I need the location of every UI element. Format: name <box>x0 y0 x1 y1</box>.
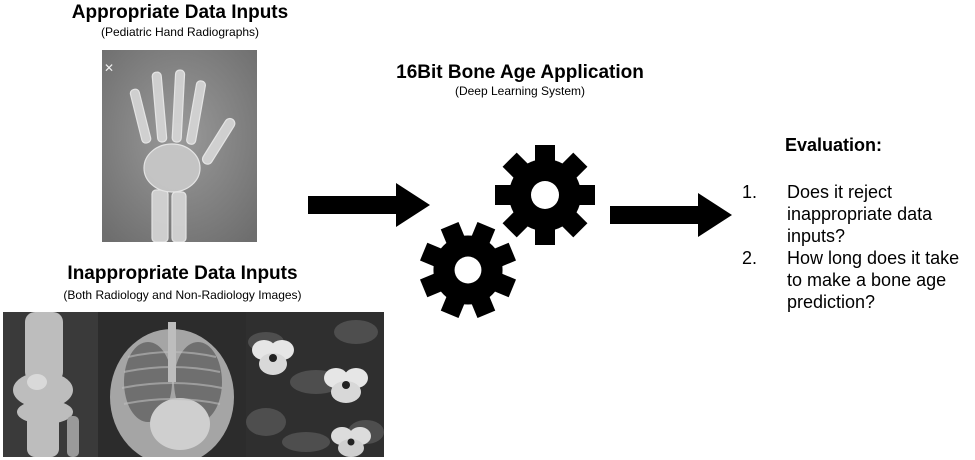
application-subtitle: (Deep Learning System) <box>454 84 586 98</box>
list-item: 1. Does it reject inappropriate data inp… <box>742 181 967 247</box>
right-arrow-icon <box>610 193 732 237</box>
inappropriate-inputs-title: Inappropriate Data Inputs <box>67 263 298 284</box>
gear-icon <box>495 145 595 245</box>
list-item-number: 2. <box>742 248 758 268</box>
appropriate-inputs-subtitle: (Pediatric Hand Radiographs) <box>100 25 260 39</box>
inappropriate-inputs-subtitle: (Both Radiology and Non-Radiology Images… <box>63 288 302 302</box>
list-item: 2. How long does it take to make a bone … <box>742 247 967 313</box>
svg-text:✕: ✕ <box>104 61 114 75</box>
chest-radiograph-image <box>98 312 246 457</box>
list-item-text: How long does it take to make a bone age… <box>787 248 960 312</box>
list-item-text: Does it reject inappropriate data inputs… <box>787 182 933 246</box>
application-title: 16Bit Bone Age Application <box>396 62 644 83</box>
list-item-number: 1. <box>742 182 758 202</box>
right-arrow-icon <box>308 183 430 227</box>
gear-icon <box>420 222 516 318</box>
appropriate-inputs-title: Appropriate Data Inputs <box>71 2 289 23</box>
hand-radiograph-image: ✕ <box>102 50 257 242</box>
pansy-flowers-photo <box>246 312 384 457</box>
evaluation-list: 1. Does it reject inappropriate data inp… <box>742 181 967 313</box>
evaluation-title: Evaluation: <box>785 135 883 155</box>
knee-radiograph-image <box>3 312 98 457</box>
